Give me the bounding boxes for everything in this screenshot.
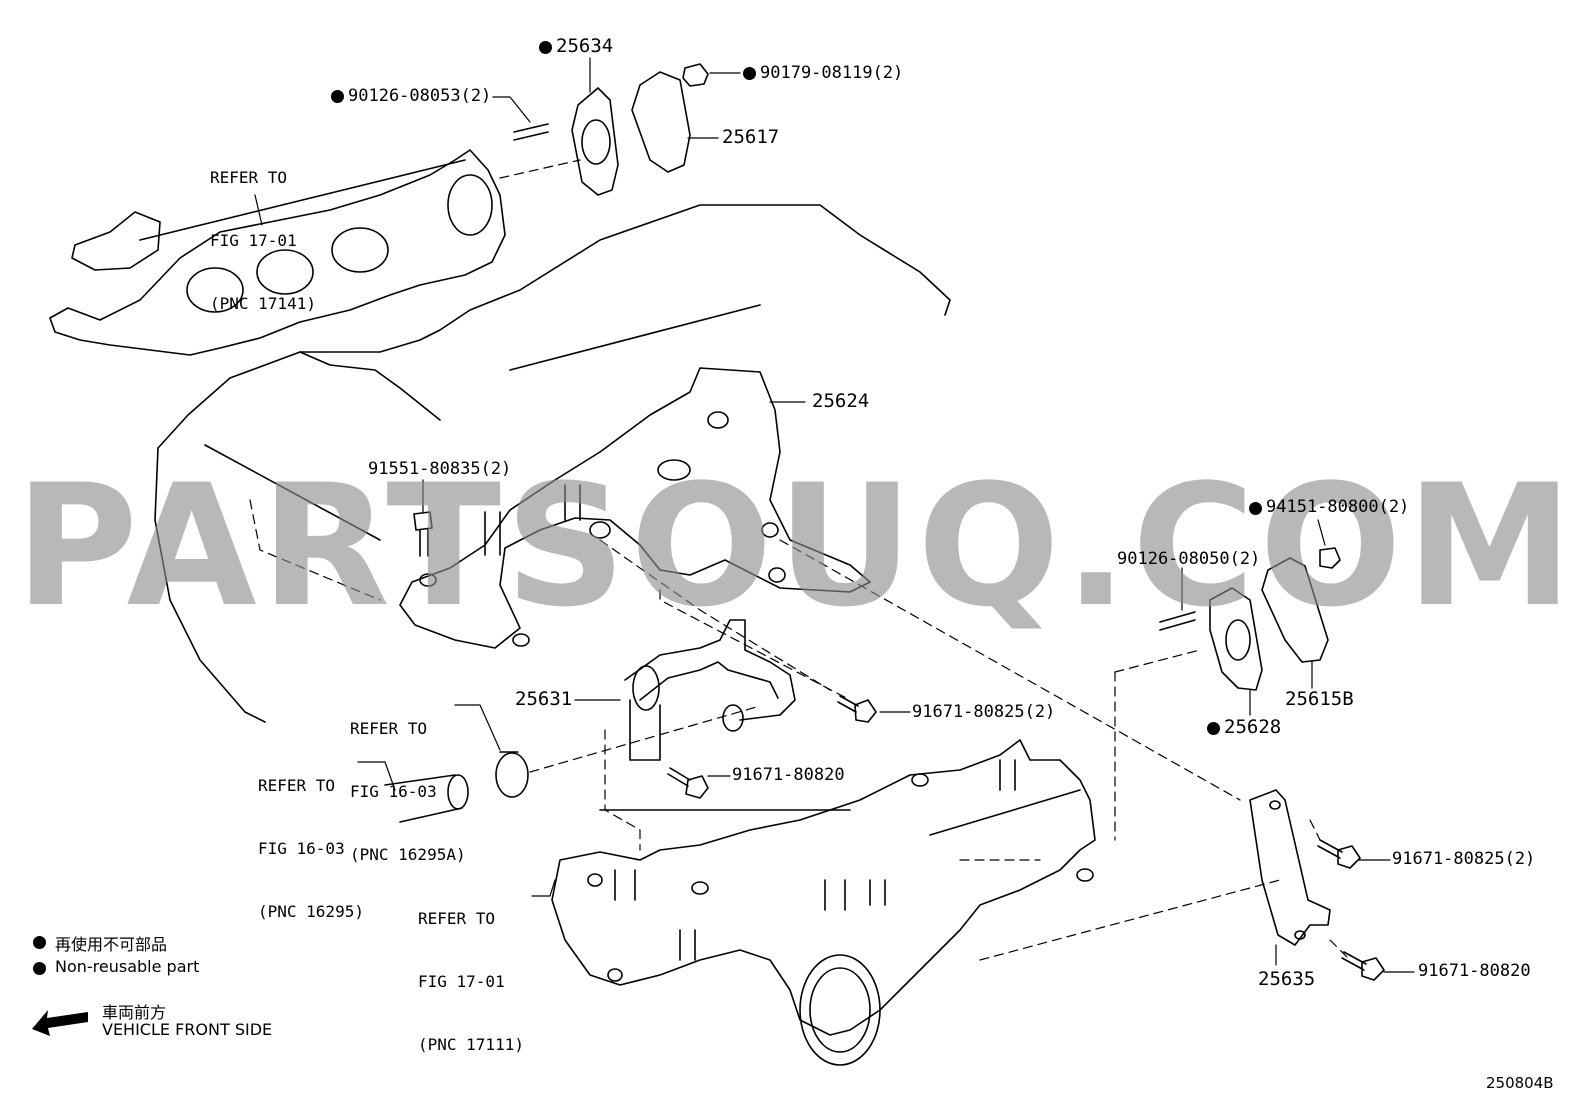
egr-pipe-25631 [624,619,796,761]
part-label-25635[interactable]: 25635 [1258,968,1316,990]
part-label-90126-08050[interactable]: 90126-08050(2) [1117,549,1261,569]
egr-gasket-lower [1159,587,1263,691]
hose [384,774,469,823]
part-label-25634[interactable]: 25634 [556,35,614,57]
reference-note-17141[interactable]: REFER TO FIG 17-01 (PNC 17141) [210,125,316,335]
bolt-91671-upper [837,695,877,723]
reference-note-16295a[interactable]: REFER TO FIG 16-03 (PNC 16295A) [350,676,466,886]
exhaust-manifold [49,149,506,356]
ref-line: FIG 16-03 [350,782,437,801]
ref-line: (PNC 16295) [258,902,364,921]
bolt-91671-right-lower [1341,951,1385,981]
non-reusable-dot [1249,502,1262,515]
reference-note-17111[interactable]: REFER TO FIG 17-01 (PNC 17111) [418,866,524,1076]
bolt-91671-right-upper [1317,839,1361,869]
part-label-91671-80825-right[interactable]: 91671-80825(2) [1392,849,1536,869]
figure-code: 250804B [1486,1074,1554,1092]
engine-block-outline [154,204,951,723]
egr-gasket-upper [513,63,709,196]
part-label-25628[interactable]: 25628 [1224,716,1282,738]
watermark: PARTSOUQ.COM [14,448,1578,644]
ref-line: REFER TO [350,719,428,738]
legend-non-reusable-en: Non-reusable part [55,957,200,976]
part-label-91671-80825-upper[interactable]: 91671-80825(2) [912,702,1056,722]
part-label-25615b[interactable]: 25615B [1285,688,1354,710]
part-label-90126-08053[interactable]: 90126-08053(2) [348,86,492,106]
bolt-91671-mid [667,767,709,799]
legend-front-jp: 車両前方 [102,1003,167,1022]
ref-line: (PNC 16295A) [350,845,466,864]
ref-line: REFER TO [210,168,288,187]
ref-line: (PNC 17111) [418,1035,524,1054]
part-label-25631[interactable]: 25631 [515,688,573,710]
part-label-91551-80835[interactable]: 91551-80835(2) [368,459,512,479]
intake-manifold [551,739,1096,1066]
ref-line: REFER TO [258,776,336,795]
part-label-25617[interactable]: 25617 [722,126,780,148]
reference-note-16295[interactable]: REFER TO FIG 16-03 (PNC 16295) [258,733,364,943]
ref-line: REFER TO [418,909,496,928]
part-label-90179-08119[interactable]: 90179-08119(2) [760,63,904,83]
non-reusable-dot [331,90,344,103]
plate-25615b [1261,547,1341,663]
ref-line: (PNC 17141) [210,294,316,313]
ref-line: FIG 16-03 [258,839,345,858]
non-reusable-dot [1207,722,1220,735]
legend-dot [33,936,46,949]
egr-cooler-25624 [399,367,871,649]
hose-clamp [495,751,529,798]
part-label-94151-80800[interactable]: 94151-80800(2) [1266,497,1410,517]
ref-line: FIG 17-01 [418,972,505,991]
legend-front-en: VEHICLE FRONT SIDE [102,1020,273,1039]
non-reusable-dot [743,67,756,80]
legend-non-reusable-jp: 再使用不可部品 [55,935,168,954]
front-arrow-icon [32,1010,88,1036]
legend-dot [33,962,46,975]
part-label-91671-80820-right[interactable]: 91671-80820 [1418,961,1531,981]
bolt-91551 [413,511,433,557]
alignment-lines [249,159,1351,961]
ref-line: FIG 17-01 [210,231,297,250]
leader-lines [254,57,1415,973]
part-label-25624[interactable]: 25624 [812,390,870,412]
part-label-91671-80820-mid[interactable]: 91671-80820 [732,765,845,785]
non-reusable-dot [539,41,552,54]
bracket-25635 [1249,789,1331,946]
